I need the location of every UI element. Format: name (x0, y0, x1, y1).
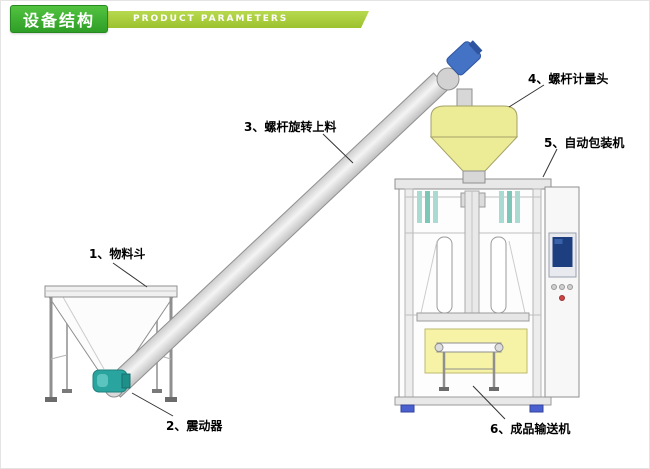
vibrator (92, 369, 131, 393)
hopper-cone-edge (62, 296, 105, 370)
machine-mid-platform (416, 312, 530, 322)
machine-column-right (532, 188, 542, 398)
machine-foot-left (400, 404, 415, 413)
label-vibrator: 2、震动器 (166, 419, 223, 433)
ribbon-text: PRODUCT PARAMETERS (133, 14, 289, 24)
label-metering-head: 4、螺杆计量头 (528, 72, 609, 86)
metering-dome (430, 105, 518, 138)
hopper-back-foot-right (152, 389, 162, 393)
material-hopper (44, 285, 178, 402)
hopper-back-foot-left (62, 389, 72, 393)
spring-assembly-left (417, 191, 438, 223)
leader-line-2 (131, 392, 174, 417)
motor-endcap (468, 40, 483, 55)
leader-line-4 (508, 84, 545, 108)
hopper-front-foot-left (45, 397, 57, 402)
panel-button-stop (559, 295, 565, 301)
conveyor-motor (436, 40, 483, 91)
panel-button-2 (559, 284, 565, 290)
header-ribbon: PRODUCT PARAMETERS (97, 11, 369, 28)
vibrator-endcap (121, 373, 131, 389)
conveyor-foot-left (439, 387, 449, 391)
label-material-hopper: 1、物料斗 (89, 247, 146, 261)
forming-tube-left (436, 236, 453, 314)
conveyor-roller-left (434, 343, 444, 352)
machine-brace-right (508, 240, 526, 314)
machine-foot-right (529, 404, 544, 413)
conveyor-foot-right (489, 387, 499, 391)
conveyor-platform (436, 342, 502, 353)
label-packaging-machine: 5、自动包装机 (544, 136, 625, 150)
machine-base-plate (394, 396, 552, 406)
panel-button-1 (551, 284, 557, 290)
label-product-conveyor: 6、成品输送机 (490, 422, 571, 436)
spring-assembly-right (499, 191, 520, 223)
conveyor-roller-right (494, 343, 504, 352)
control-screen (552, 237, 573, 267)
vibrator-highlight (97, 374, 108, 387)
finished-product-conveyor (434, 342, 504, 391)
page-header: PRODUCT PARAMETERS 设备结构 (1, 1, 649, 39)
control-cabinet (544, 186, 580, 398)
machine-column-left (404, 188, 414, 398)
leader-lines (112, 84, 558, 420)
screen-glare (554, 239, 563, 244)
label-screw-feeder: 3、螺杆旋转上料 (244, 120, 337, 134)
machine-brace-left (420, 240, 438, 314)
packaging-machine (394, 178, 552, 413)
hopper-brace-left (50, 354, 68, 360)
metering-neck (462, 170, 486, 184)
motor-gearbox (436, 67, 460, 91)
hopper-front-foot-right (165, 397, 177, 402)
screw-metering-head (429, 88, 519, 184)
control-panel (544, 186, 580, 398)
section-title-badge: 设备结构 (10, 5, 108, 33)
forming-tube-right (490, 236, 507, 314)
metering-cone (429, 136, 519, 172)
panel-button-3 (567, 284, 573, 290)
leader-line-5 (542, 148, 558, 178)
leader-line-6 (472, 385, 506, 420)
leader-line-3 (322, 133, 354, 164)
leader-line-1 (112, 262, 148, 288)
